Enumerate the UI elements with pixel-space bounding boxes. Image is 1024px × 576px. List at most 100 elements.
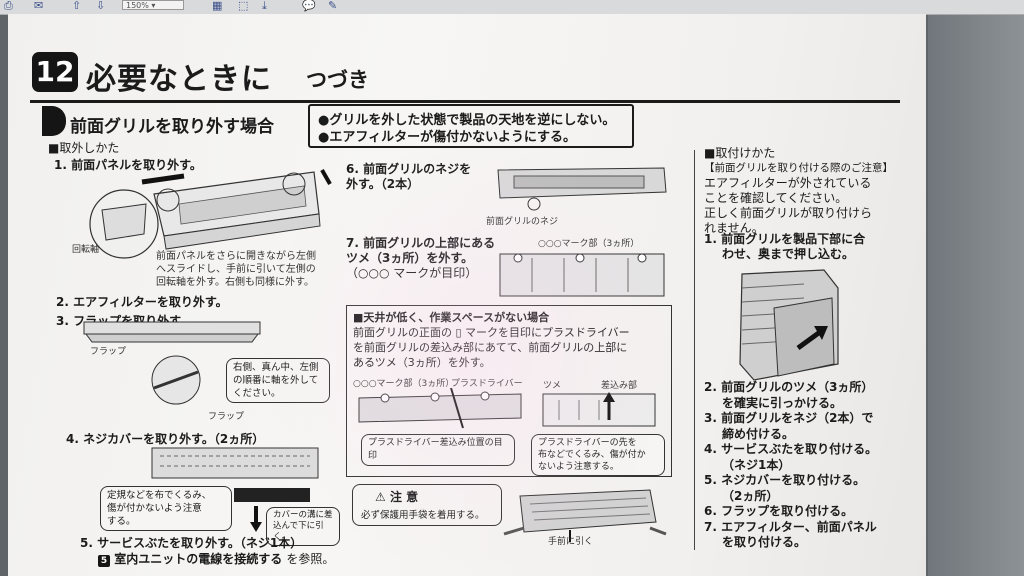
caution-line: 正しく前面グリルが取り付けら xyxy=(704,206,873,220)
note-line: 込んで下に引く。 xyxy=(273,521,324,542)
callout-line: プラスドライバーの先を xyxy=(538,438,637,448)
caution-box: ⚠ 注 意 必ず保護用手袋を着用する。 xyxy=(352,484,502,526)
step-1-note: 前面パネルをさらに開きながら左側 へスライドし、手前に引いて左側の 回転軸を外す… xyxy=(156,250,316,289)
note-line: あるツメ（3ヵ所）を外す。 xyxy=(353,356,491,369)
low-ceiling-note-box: ■天井が低く、作業スペースがない場合 前面グリルの正面の ▯ マークを目印にプラ… xyxy=(346,305,672,477)
note-insert-label: 差込み部 xyxy=(601,381,638,391)
flap-illustration xyxy=(83,321,261,343)
viewer-toolbar: ⎙ ✉ ⇧ ⇩ 150% ▾ ▦ ⬚ ⤓ 💬 ✎ xyxy=(0,0,1024,15)
page-icon[interactable]: ▦ xyxy=(212,0,223,12)
warning-line: ●エアフィルターが傷付かないようにする。 xyxy=(318,130,576,145)
screw-cover-illustration xyxy=(151,447,319,479)
step-line: 5. ネジカバーを取り付ける。 xyxy=(704,473,866,487)
reference-badge: 5 xyxy=(98,555,110,567)
caution-title: ⚠ 注 意 xyxy=(375,488,418,505)
caution-title-text: 注 意 xyxy=(389,490,419,504)
reference-tail: を参照。 xyxy=(286,552,335,566)
flap-detail-illustration xyxy=(151,355,201,405)
grille-front-illustration xyxy=(499,253,665,297)
step-line: ツメ（3ヵ所）を外す。 xyxy=(346,251,474,265)
step-line: 外す。（2本） xyxy=(346,177,420,191)
download-icon[interactable]: ⇩ xyxy=(96,0,106,12)
flap-label: フラップ xyxy=(90,347,127,357)
note-title: ■天井が低く、作業スペースがない場合 xyxy=(353,311,550,324)
step-line: 締め付ける。 xyxy=(722,426,795,441)
grille-screw-illustration xyxy=(497,167,667,211)
chapter-number-badge: 12 xyxy=(32,52,78,92)
fit-width-icon[interactable]: ⬚ xyxy=(238,0,249,12)
step-7: 7. 前面グリルの上部にある ツメ（3ヵ所）を外す。 （○○○ マークが目印） xyxy=(346,236,495,281)
step-4: 4. ネジカバーを取り外す。（2ヵ所） xyxy=(66,432,265,446)
upload-icon[interactable]: ⇧ xyxy=(72,0,82,12)
step-line: を取り付ける。 xyxy=(722,535,807,549)
viewer-background xyxy=(928,15,1024,576)
section-title: 前面グリルを取り外す場合 xyxy=(70,117,274,137)
step-5: 5. サービスぶたを取り外す。（ネジ1本） xyxy=(80,536,303,550)
screw-cover-detail-illustration xyxy=(234,488,310,532)
page-subtitle: つづき xyxy=(306,68,369,92)
flap-label-2: フラップ xyxy=(208,412,245,422)
step-line: 6. 前面グリルのネジを xyxy=(346,162,472,176)
step-line: 4. サービスぶたを取り付ける。 xyxy=(704,442,878,456)
title-rule xyxy=(30,100,900,103)
step-4-note-2: カバーの溝に差 込んで下に引く。 xyxy=(266,507,340,546)
step-5-reference: 5 室内ユニットの電線を接続する を参照。 xyxy=(98,550,334,567)
note-line: 傷が付かないよう注意 xyxy=(107,503,202,514)
driver-position-callout: プラスドライバー差込み位置の目印 xyxy=(361,434,515,466)
comment-icon[interactable]: 💬 xyxy=(302,0,316,12)
callout-line: 右側、真ん中、左側 xyxy=(233,362,319,373)
fit-page-icon[interactable]: ⤓ xyxy=(262,0,267,12)
step-line: （ネジ1本） xyxy=(722,457,791,472)
install-caution-body: エアフィルターが外されている ことを確認してください。 正しく前面グリルが取り付… xyxy=(704,176,872,236)
screw-label: 前面グリルのネジ xyxy=(486,217,559,227)
note-mark-label: ○○○マーク部（3ヵ所） xyxy=(353,379,455,389)
step-line: （○○○ マークが目印） xyxy=(346,266,478,280)
removal-heading: ■取外しかた xyxy=(48,141,120,155)
driver-wrap-callout: プラスドライバーの先を 布などでくるみ、傷が付か ないよう注意する。 xyxy=(531,434,665,476)
warning-line: ●グリルを外した状態で製品の天地を逆にしない。 xyxy=(318,113,616,128)
warning-box: ●グリルを外した状態で製品の天地を逆にしない。 ●エアフィルターが傷付かないよう… xyxy=(308,104,634,148)
caution-line: ことを確認してください。 xyxy=(704,191,848,205)
step-2: 2. エアフィルターを取り外す。 xyxy=(56,295,228,309)
step-1: 1. 前面パネルを取り外す。 xyxy=(54,158,202,172)
warning-triangle-icon: ⚠ xyxy=(375,490,386,504)
pull-label: 手前に引く xyxy=(548,537,594,547)
note-claw-label: ツメ xyxy=(543,381,562,391)
note-line: へスライドし、手前に引いて左側の xyxy=(156,264,316,275)
grille-driver-illustration xyxy=(358,388,522,429)
pen-icon[interactable]: ✎ xyxy=(328,0,338,12)
reference-link[interactable]: 室内ユニットの電線を接続する xyxy=(114,552,283,566)
note-line: 前面グリルの正面の ▯ マークを目印にプラスドライバー xyxy=(353,326,630,339)
note-line: カバーの溝に差 xyxy=(273,510,333,520)
step-4-note: 定規などを布でくるみ、 傷が付かないよう注意 する。 xyxy=(100,486,232,531)
step-6: 6. 前面グリルのネジを 外す。（2本） xyxy=(346,162,471,192)
step-line: 7. 前面グリルの上部にある xyxy=(346,236,496,250)
panel-removal-illustration xyxy=(89,169,332,259)
caution-line: エアフィルターが外されている xyxy=(704,176,872,190)
document-page: 12 必要なときに つづき 前面グリルを取り外す場合 ●グリルを外した状態で製品… xyxy=(8,14,926,576)
note-driver-label: プラスドライバー xyxy=(451,379,523,389)
print-icon[interactable]: ⎙ xyxy=(4,0,13,12)
zoom-select[interactable]: 150% ▾ xyxy=(122,0,184,10)
step-line: を確実に引っかける。 xyxy=(722,395,843,410)
install-heading: ■取付けかた xyxy=(704,146,776,160)
install-grille-illustration xyxy=(739,269,839,381)
caution-line: れません。 xyxy=(704,221,764,235)
zoom-value: 150% xyxy=(126,1,149,10)
mark-label: ○○○マーク部（3ヵ所） xyxy=(538,239,640,249)
callout-line: ください。 xyxy=(233,388,281,399)
flap-callout: 右側、真ん中、左側 の順番に軸を外して ください。 xyxy=(226,358,330,403)
callout-line: の順番に軸を外して xyxy=(233,375,319,386)
step-line: （2ヵ所） xyxy=(722,488,779,503)
note-line: 前面パネルをさらに開きながら左側 xyxy=(156,251,316,262)
note-line: を前面グリルの差込み部にあてて、前面グリルの上部に xyxy=(353,341,628,354)
axis-label: 回転軸 xyxy=(72,245,100,255)
caution-body: 必ず保護用手袋を着用する。 xyxy=(361,510,485,521)
section-marker xyxy=(42,106,66,136)
install-step-1: 1. 前面グリルを製品下部に合 わせ、奥まで押し込む。 xyxy=(704,232,865,262)
install-caution-heading: 【前面グリルを取り付ける際のご注意】 xyxy=(704,162,893,174)
note-line: 定規などを布でくるみ、 xyxy=(107,490,212,501)
step-line: 3. 前面グリルをネジ（2本）で xyxy=(704,411,874,425)
mail-icon[interactable]: ✉ xyxy=(34,0,44,12)
page-title: 必要なときに xyxy=(86,62,272,97)
